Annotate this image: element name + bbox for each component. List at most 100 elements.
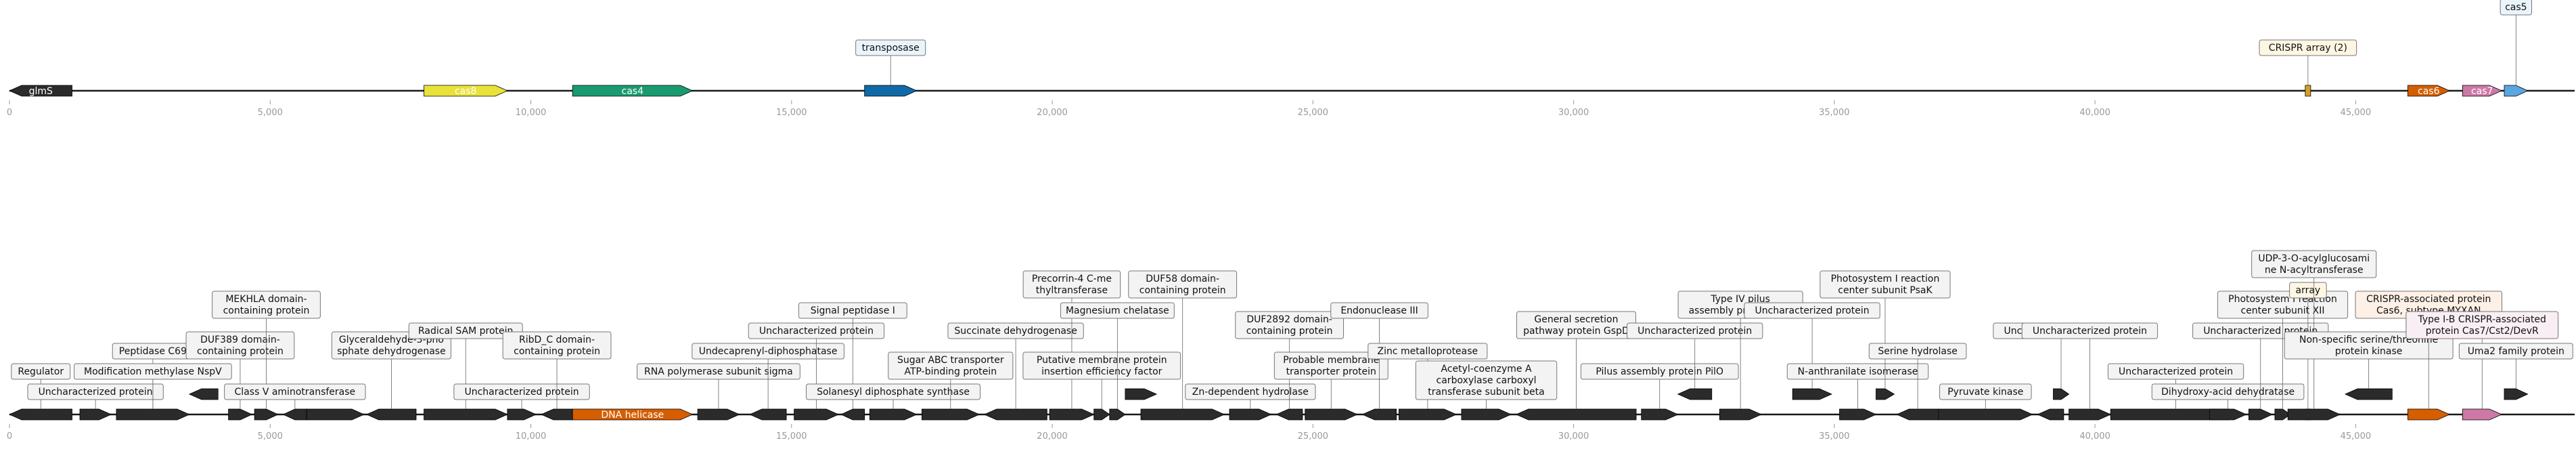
bottom-gene-g34-arrow[interactable] xyxy=(1677,388,1713,400)
bottom-gene-g7-arrow[interactable] xyxy=(282,408,307,421)
bottom-gene-g23-arrow[interactable] xyxy=(1109,408,1126,421)
bottom-gene-helicase-arrow[interactable] xyxy=(572,408,694,421)
bottom-gene-g41-arrow[interactable] xyxy=(2037,408,2064,421)
bottom-gene-cas6b-arrow[interactable] xyxy=(2408,408,2451,421)
bottom-gene-g26-arrow[interactable] xyxy=(1229,408,1272,421)
bottom-gene-g6-arrow[interactable] xyxy=(254,408,279,421)
bottom-gene-g8[interactable] xyxy=(306,408,365,421)
bottom-gene-g22-arrow[interactable] xyxy=(1093,408,1110,421)
bottom-gene-g25[interactable]: DUF58 domain-containing protein xyxy=(1128,270,1238,421)
bottom-gene-g46-arrow[interactable] xyxy=(2249,408,2274,421)
bottom-gene-g15[interactable]: Undecaprenyl-diphosphatase xyxy=(692,343,844,421)
top-gene-cas6[interactable]: cas6 xyxy=(2408,85,2451,97)
bottom-gene-g37-arrow[interactable] xyxy=(1839,408,1877,421)
bottom-gene-g2-arrow[interactable] xyxy=(79,408,112,421)
bottom-gene-g47-arrow[interactable] xyxy=(2274,408,2291,421)
bottom-gene-g7[interactable]: Class V aminotransferase xyxy=(224,383,366,421)
bottom-gene-regulator-arrow[interactable] xyxy=(9,408,72,421)
bottom-gene-g4-arrow[interactable] xyxy=(188,388,219,400)
top-gene-cas4[interactable]: cas4 xyxy=(572,85,694,97)
bottom-gene-g33[interactable]: Pilus assembly protein PilO xyxy=(1580,363,1739,421)
bottom-gene-g17-arrow[interactable] xyxy=(840,408,865,421)
bottom-gene-g43[interactable]: Uncharacterized protein xyxy=(2021,322,2159,421)
bottom-gene-g5[interactable]: DUF389 domain-containing protein xyxy=(185,331,295,421)
bottom-gene-g28-arrow[interactable] xyxy=(1305,408,1358,421)
top-gene-cas8-arrow[interactable] xyxy=(424,85,508,97)
bottom-gene-g36[interactable]: Uncharacterized protein xyxy=(1744,302,1880,400)
bottom-gene-g10-arrow[interactable] xyxy=(424,408,508,421)
bottom-gene-g20[interactable]: Succinate dehydrogenase xyxy=(947,322,1084,421)
bottom-gene-g24-arrow[interactable] xyxy=(1125,388,1158,400)
top-gene-cas4-arrow[interactable] xyxy=(572,85,694,97)
bottom-gene-g23[interactable]: Magnesium chelatase xyxy=(1060,302,1175,421)
bottom-gene-g44[interactable]: Uncharacterized protein xyxy=(2107,363,2244,421)
bottom-gene-g37[interactable]: N-anthranilate isomerase xyxy=(1786,363,1929,421)
bottom-gene-g34[interactable]: Uncharacterized protein xyxy=(1627,322,1763,400)
bottom-gene-g6[interactable]: MEKHLA domain-containing protein xyxy=(212,291,321,421)
bottom-gene-g9-arrow[interactable] xyxy=(365,408,417,421)
bottom-gene-g21-arrow[interactable] xyxy=(1049,408,1095,421)
bottom-gene-cas7b-arrow[interactable] xyxy=(2462,408,2503,421)
bottom-gene-g45[interactable]: Dihydroxy-acid dehydratase xyxy=(2151,383,2305,421)
bottom-gene-g38-arrow[interactable] xyxy=(1876,388,1895,400)
bottom-gene-g49-arrow[interactable] xyxy=(2344,388,2393,400)
top-gene-cas7-arrow[interactable] xyxy=(2462,85,2503,97)
bottom-gene-g52[interactable]: Uma2 family protein xyxy=(2458,343,2573,400)
bottom-gene-g3-arrow[interactable] xyxy=(116,408,190,421)
bottom-gene-g4[interactable] xyxy=(188,388,219,400)
bottom-gene-g2[interactable]: Uncharacterized protein xyxy=(27,383,164,421)
bottom-gene-g3[interactable]: Peptidase C69 xyxy=(112,343,194,421)
bottom-gene-g8-arrow[interactable] xyxy=(306,408,365,421)
top-gene-cas6-arrow[interactable] xyxy=(2408,85,2451,97)
bottom-gene-g15-arrow[interactable] xyxy=(749,408,787,421)
bottom-gene-g45-arrow[interactable] xyxy=(2209,408,2247,421)
bottom-gene-g14-arrow[interactable] xyxy=(697,408,740,421)
bottom-gene-g18-arrow[interactable] xyxy=(869,408,918,421)
top-gene-glms[interactable]: glmS xyxy=(9,85,72,97)
bottom-gene-g52-arrow[interactable] xyxy=(2504,388,2529,400)
bottom-gene-g11-arrow[interactable] xyxy=(507,408,537,421)
bottom-gene-g20-arrow[interactable] xyxy=(983,408,1047,421)
bottom-gene-g3b[interactable]: Modification methylase NspV xyxy=(74,363,232,409)
bottom-gene-regulator[interactable]: Regulator xyxy=(9,363,72,421)
bottom-gene-g43-arrow[interactable] xyxy=(2069,408,2112,421)
top-gene-transposase[interactable]: transposase xyxy=(855,39,926,97)
bottom-gene-g24[interactable] xyxy=(1125,388,1158,400)
bottom-gene-g39[interactable]: Serine hydrolase xyxy=(1868,343,1967,421)
bottom-gene-g29[interactable]: Endonuclease III xyxy=(1330,302,1428,421)
top-gene-crispr-array[interactable]: CRISPR array (2) xyxy=(2259,39,2357,97)
bottom-gene-g14[interactable]: RNA polymerase subunit sigma xyxy=(637,363,800,421)
bottom-gene-g36-arrow[interactable] xyxy=(1792,388,1832,400)
bottom-gene-crispr2[interactable]: array xyxy=(2289,282,2327,421)
bottom-gene-g27[interactable]: DUF2892 domain-containing protein xyxy=(1235,311,1345,421)
bottom-gene-g30-arrow[interactable] xyxy=(1399,408,1458,421)
bottom-gene-g42-arrow[interactable] xyxy=(2053,388,2070,400)
bottom-gene-g12-arrow[interactable] xyxy=(540,408,573,421)
bottom-gene-g10[interactable]: Radical SAM protein xyxy=(408,322,523,421)
top-gene-transposase-arrow[interactable] xyxy=(864,85,918,97)
bottom-gene-g17[interactable]: Signal peptidase I xyxy=(798,302,907,421)
bottom-gene-g19-arrow[interactable] xyxy=(922,408,980,421)
bottom-gene-g40-arrow[interactable] xyxy=(1938,408,2033,421)
top-gene-cas8[interactable]: cas8 xyxy=(424,85,508,97)
bottom-gene-g31-arrow[interactable] xyxy=(1461,408,1512,421)
bottom-gene-g30[interactable]: Zinc metalloprotease xyxy=(1368,343,1488,421)
top-gene-cas7[interactable]: cas7 xyxy=(2462,85,2503,97)
bottom-gene-g32-arrow[interactable] xyxy=(1515,408,1637,421)
bottom-gene-g5-arrow[interactable] xyxy=(228,408,253,421)
bottom-gene-g41[interactable] xyxy=(2037,408,2064,421)
bottom-gene-helicase[interactable]: DNA helicase xyxy=(572,408,694,421)
top-gene-glms-arrow[interactable] xyxy=(9,85,72,97)
bottom-gene-g48-arrow[interactable] xyxy=(2287,408,2341,421)
top-gene-cas5-arrow[interactable] xyxy=(2504,85,2529,97)
bottom-gene-g26[interactable]: Zn-dependent hydrolase xyxy=(1185,383,1316,421)
bottom-gene-g39-arrow[interactable] xyxy=(1896,408,1939,421)
